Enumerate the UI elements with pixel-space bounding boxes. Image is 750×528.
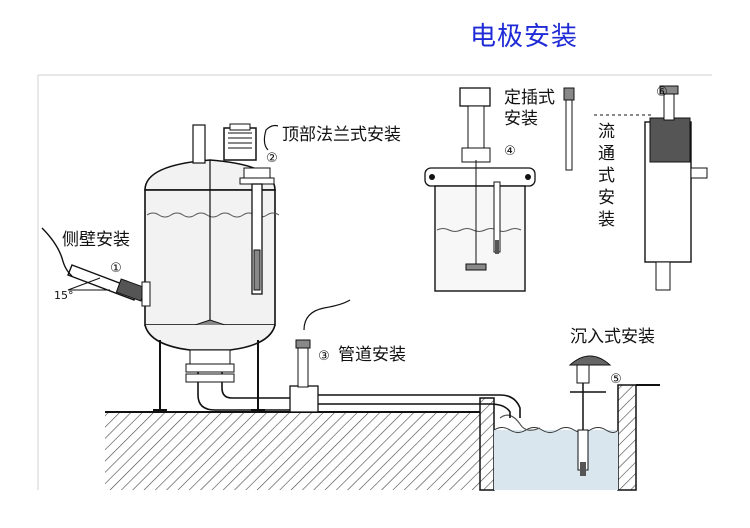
label-submersion: 沉入式安装 — [570, 327, 655, 347]
submersion-sensor — [568, 355, 612, 476]
label-flow-char-5: 装 — [598, 210, 615, 230]
label-angle: 15° — [54, 289, 74, 302]
label-flow-char-1: 流 — [598, 122, 615, 142]
marker-2: ② — [266, 151, 278, 166]
label-top-flange: 顶部法兰式安装 — [282, 125, 401, 145]
marker-1: ① — [110, 261, 122, 276]
page-title: 电极安装 — [470, 22, 579, 52]
label-flow-char-3: 式 — [598, 166, 615, 186]
marker-3: ③ — [318, 349, 330, 364]
flow-through-cell — [594, 85, 708, 291]
label-pipe: 管道安装 — [338, 345, 406, 365]
marker-4: ④ — [504, 144, 516, 159]
pit-water — [493, 414, 619, 490]
reactor-tank — [144, 123, 280, 412]
fixed-insert-vessel — [424, 87, 575, 292]
marker-5: ⑤ — [610, 372, 622, 387]
label-fixed-insert-1: 定插式 — [504, 88, 555, 108]
label-fixed-insert-2: 安装 — [504, 109, 538, 129]
label-side-wall: 侧壁安装 — [62, 230, 130, 250]
label-flow-char-2: 通 — [598, 144, 615, 164]
top-flange-sensor — [239, 124, 279, 295]
side-wall-sensor — [41, 227, 151, 307]
marker-6: ⑥ — [656, 85, 668, 100]
label-flow-char-4: 安 — [598, 188, 615, 208]
pipeline — [185, 299, 521, 418]
ground — [105, 384, 660, 491]
